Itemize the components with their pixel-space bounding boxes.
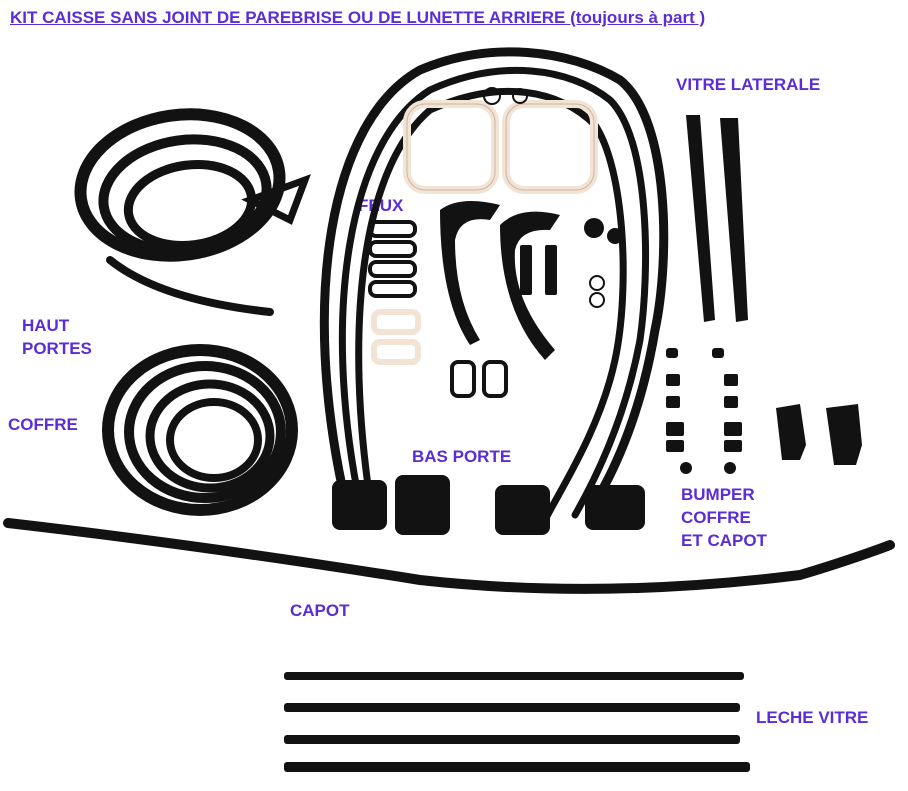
fender-gaskets [440, 201, 560, 360]
label-leche-vitre: LECHE VITRE [756, 708, 869, 727]
window-sweep-strips [284, 672, 750, 772]
bumper-parts [666, 348, 862, 474]
trunk-seal-coil [102, 344, 298, 516]
label-coffre: COFFRE [8, 415, 78, 434]
label-capot: CAPOT [290, 601, 350, 620]
label-bumper-coffre: COFFRE [681, 508, 751, 527]
side-window-strips [686, 115, 748, 322]
door-top-seal-coil [74, 108, 311, 316]
label-vitre-laterale: VITRE LATERALE [676, 75, 821, 94]
door-bottom-blocks [332, 475, 645, 535]
label-et-capot: ET CAPOT [681, 531, 767, 550]
label-bumper: BUMPER [681, 485, 755, 504]
hood-seal [3, 518, 895, 594]
label-haut: HAUT [22, 316, 70, 335]
door-frame-seals [319, 47, 669, 524]
light-gaskets [368, 87, 598, 398]
label-portes: PORTES [22, 339, 92, 358]
page-title: KIT CAISSE SANS JOINT DE PAREBRISE OU DE… [10, 8, 706, 27]
small-brackets [520, 218, 623, 308]
label-bas-porte: BAS PORTE [412, 447, 512, 466]
label-feux: FEUX [358, 196, 404, 215]
